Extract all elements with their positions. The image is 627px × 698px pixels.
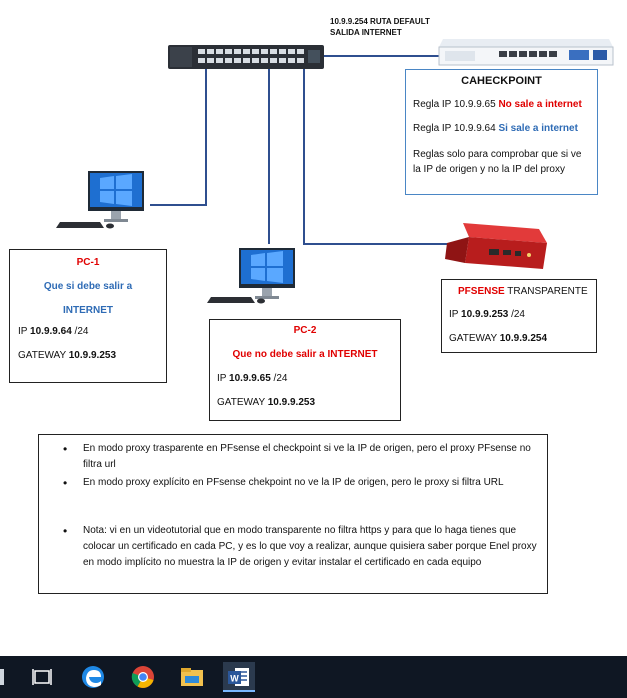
pfsense-gateway-value: 10.9.9.254 [499,333,548,344]
edge-icon[interactable] [77,662,109,692]
task-view-icon[interactable] [27,662,59,692]
word-icon[interactable]: W [223,662,255,692]
pfsense-ip-label: IP [449,309,462,320]
pc1-subtitle-line1: Que si debe salir a [43,281,133,292]
note-item-explicit: En modo proxy explícito en PFsense chekp… [63,475,547,491]
pc2-gateway-label: GATEWAY [217,397,268,408]
wire-switch-to-pc1-horizontal [150,204,207,206]
pc2-ip-label: IP [217,373,230,384]
pc1-title: PC-1 [76,257,100,268]
checkpoint-title: CAHECKPOINT [461,75,542,87]
pfsense-title-bold: PFSENSE [458,286,505,297]
pfsense-ip-mask: /24 [508,309,525,320]
checkpoint-rule2: Regla IP 10.9.9.64 Si sale a internet [413,122,578,136]
default-route-line2: SALIDA INTERNET [330,28,402,37]
pfsense-ip-value: 10.9.9.253 [461,309,509,320]
pc2-computer-icon [205,247,305,307]
pc1-ip-label: IP [18,326,31,337]
pc1-ip-mask: /24 [71,326,89,337]
network-switch-icon [168,44,324,70]
pc1-gateway-value: 10.9.9.253 [68,350,117,361]
pc2-gateway-value: 10.9.9.253 [267,397,316,408]
taskbar-edge-partial [0,669,4,685]
pc1-subtitle-line2: INTERNET [63,305,113,316]
checkpoint-appliance-icon [437,33,615,67]
wire-switch-to-pfsense-horizontal [303,243,450,245]
pc2-ip-mask: /24 [270,373,288,384]
note-item-transparent: En modo proxy trasparente en PFsense el … [63,441,547,473]
notes-list: En modo proxy trasparente en PFsense el … [39,441,547,571]
wire-switch-to-checkpoint [322,55,440,57]
pc2-gateway-line: GATEWAY 10.9.9.253 [217,396,315,410]
wire-switch-to-pfsense-vertical [303,68,305,245]
pc2-ip-line: IP 10.9.9.65 /24 [217,372,287,386]
checkpoint-rule1-status: No sale a internet [498,99,582,110]
pfsense-gateway-label: GATEWAY [449,333,500,344]
pc1-computer-icon [52,166,152,232]
checkpoint-info-box: CAHECKPOINT Regla IP 10.9.9.65 No sale a… [405,69,598,195]
pfsense-info-box: PFSENSE TRANSPARENTE IP 10.9.9.253 /24 G… [441,279,597,353]
pc1-gateway-label: GATEWAY [18,350,69,361]
pc1-gateway-line: GATEWAY 10.9.9.253 [18,349,116,363]
windows-taskbar: W [0,656,627,698]
pc1-ip-line: IP 10.9.9.64 /24 [18,325,88,339]
checkpoint-rule1: Regla IP 10.9.9.65 No sale a internet [413,98,582,112]
pc2-ip-value: 10.9.9.65 [229,373,271,384]
pfsense-gateway-line: GATEWAY 10.9.9.254 [449,332,547,346]
note-item-certificate: Nota: vi en un videotutorial que en modo… [63,523,547,571]
wire-switch-to-pc2 [268,68,270,244]
wire-switch-to-pc1-vertical [205,66,207,206]
notes-box: En modo proxy trasparente en PFsense el … [38,434,548,594]
pfsense-title-rest: TRANSPARENTE [504,286,588,297]
pc2-subtitle: Que no debe salir a INTERNET [232,349,378,360]
pc1-ip-value: 10.9.9.64 [30,326,72,337]
checkpoint-rule1-prefix: Regla IP 10.9.9.65 [413,99,499,110]
pfsense-title: PFSENSE TRANSPARENTE [458,285,588,299]
chrome-icon[interactable] [127,662,159,692]
pfsense-appliance-icon [443,219,553,275]
file-explorer-icon[interactable] [176,662,208,692]
checkpoint-rule2-prefix: Regla IP 10.9.9.64 [413,123,499,134]
svg-text:W: W [230,674,239,684]
pc1-info-box: PC-1 Que si debe salir a INTERNET IP 10.… [9,249,167,383]
checkpoint-rule2-status: Si sale a internet [498,123,578,134]
default-route-label: 10.9.9.254 RUTA DEFAULT SALIDA INTERNET [330,16,430,38]
pc2-info-box: PC-2 Que no debe salir a INTERNET IP 10.… [209,319,401,421]
word-active-indicator [223,690,255,692]
default-route-line1: 10.9.9.254 RUTA DEFAULT [330,17,430,26]
pfsense-ip-line: IP 10.9.9.253 /24 [449,308,525,322]
pc2-title: PC-2 [293,325,317,336]
checkpoint-note: Reglas solo para comprobar que si ve la … [413,149,582,175]
